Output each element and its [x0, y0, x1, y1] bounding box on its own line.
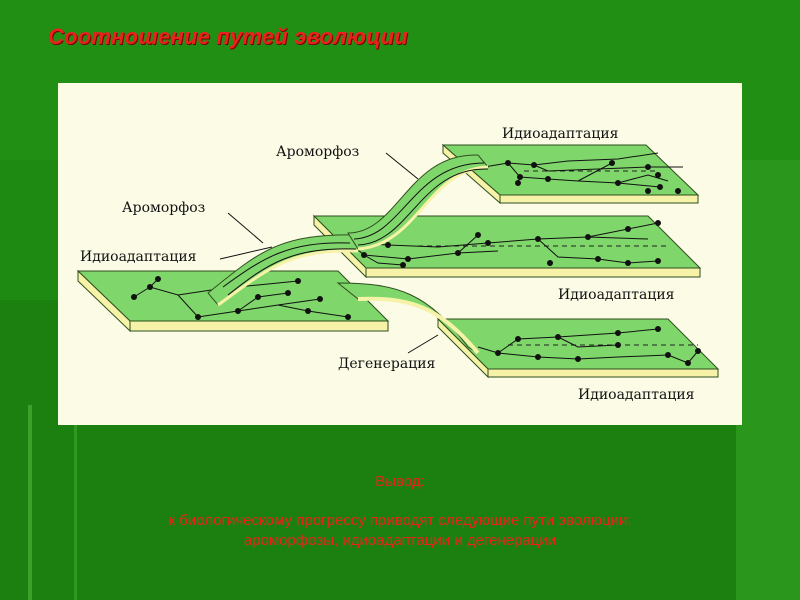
label-degeneration: Дегенерация — [338, 356, 436, 372]
diagram-svg: Идиоадаптация Ароморфоз Ароморфоз Идиоад… — [58, 83, 742, 425]
label-aromorphosis-lower: Ароморфоз — [122, 200, 205, 216]
slide-title: Соотношение путей эволюции — [48, 24, 408, 50]
evolution-pathways-diagram: Идиоадаптация Ароморфоз Ароморфоз Идиоад… — [58, 83, 742, 425]
label-idioadaptation-left: Идиоадаптация — [80, 249, 197, 265]
label-aromorphosis-upper: Ароморфоз — [276, 144, 359, 160]
conclusion-line-1: к биологическому прогрессу приводят след… — [40, 511, 760, 531]
label-idioadaptation-middle: Идиоадаптация — [558, 287, 675, 303]
plane-bottom — [438, 319, 718, 377]
label-idioadaptation-top: Идиоадаптация — [502, 126, 619, 142]
conclusion-heading: Вывод: — [0, 473, 800, 490]
label-idioadaptation-bottom: Идиоадаптация — [578, 387, 695, 403]
conclusion-text: к биологическому прогрессу приводят след… — [40, 511, 760, 551]
plane-top — [443, 145, 698, 203]
conclusion-line-2: ароморфозы, идиоадаптации и дегенерации — [40, 531, 760, 551]
